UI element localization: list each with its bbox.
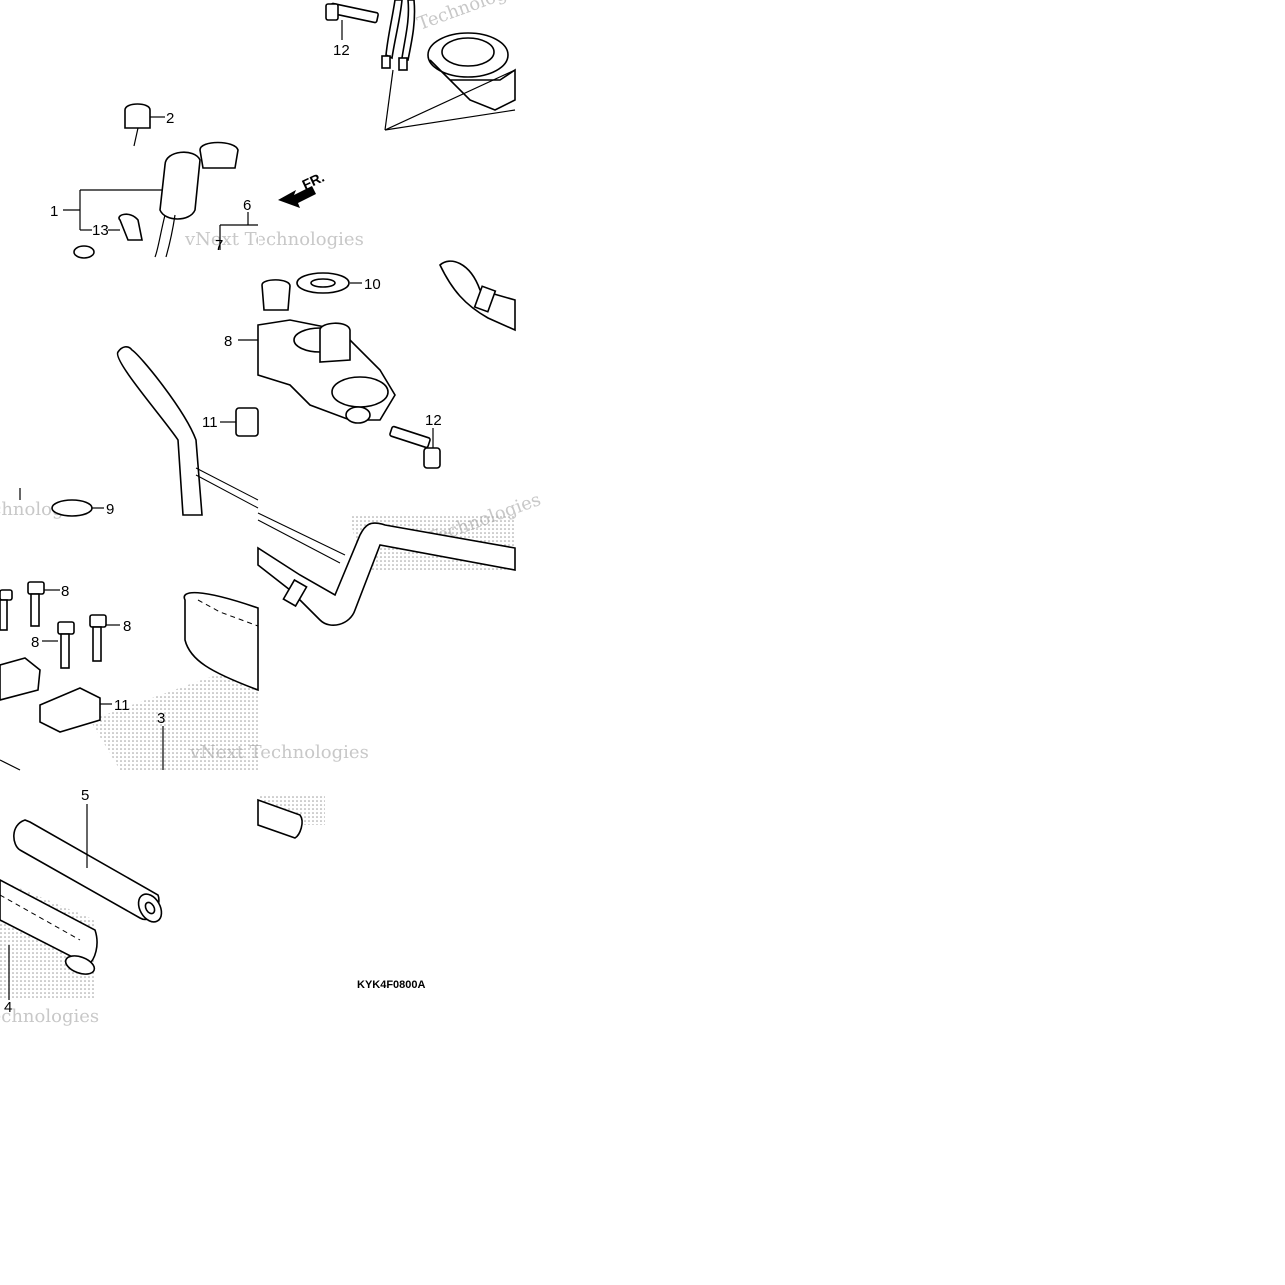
lower-holder-bolts bbox=[0, 581, 120, 771]
label-8-b: 8 bbox=[31, 634, 39, 651]
label-2: 2 bbox=[166, 110, 174, 127]
label-8-a: 8 bbox=[61, 583, 69, 600]
label-3: 3 bbox=[157, 710, 165, 727]
label-12: 12 bbox=[425, 412, 442, 429]
label-7: 7 bbox=[215, 237, 223, 254]
diagram-code: KYK4F0800A bbox=[357, 979, 426, 991]
label-4: 4 bbox=[4, 999, 12, 1016]
label-8-upper: 8 bbox=[224, 333, 232, 350]
washer-9 bbox=[19, 488, 104, 517]
top-bolt-assembly bbox=[325, 0, 516, 131]
upper-holder-assembly bbox=[220, 272, 441, 469]
label-8-c: 8 bbox=[123, 618, 131, 635]
front-label: FR. bbox=[300, 169, 327, 193]
watermark-text: Technologies bbox=[415, 0, 534, 35]
label-9: 9 bbox=[106, 501, 114, 518]
callout-labels: 12 2 1 13 6 7 10 8 11 12 9 8 8 8 11 3 5 … bbox=[4, 42, 442, 1016]
label-6: 6 bbox=[243, 197, 251, 214]
tile-seams bbox=[258, 0, 259, 257]
ignition-switch bbox=[63, 103, 258, 259]
handlebar bbox=[116, 260, 516, 626]
label-5: 5 bbox=[81, 787, 89, 804]
grip-left bbox=[0, 798, 303, 1000]
label-1: 1 bbox=[50, 203, 58, 220]
label-10: 10 bbox=[364, 276, 381, 293]
label-13: 13 bbox=[92, 222, 109, 239]
watermark-text: Technologies bbox=[0, 1006, 99, 1027]
watermark-text: vNext Technologies bbox=[184, 229, 364, 250]
label-11-upper: 11 bbox=[202, 414, 218, 431]
label-12-top: 12 bbox=[333, 42, 350, 59]
front-direction-arrow: FR. bbox=[278, 169, 327, 208]
label-11-lower: 11 bbox=[114, 697, 130, 714]
grip-right bbox=[162, 591, 259, 770]
